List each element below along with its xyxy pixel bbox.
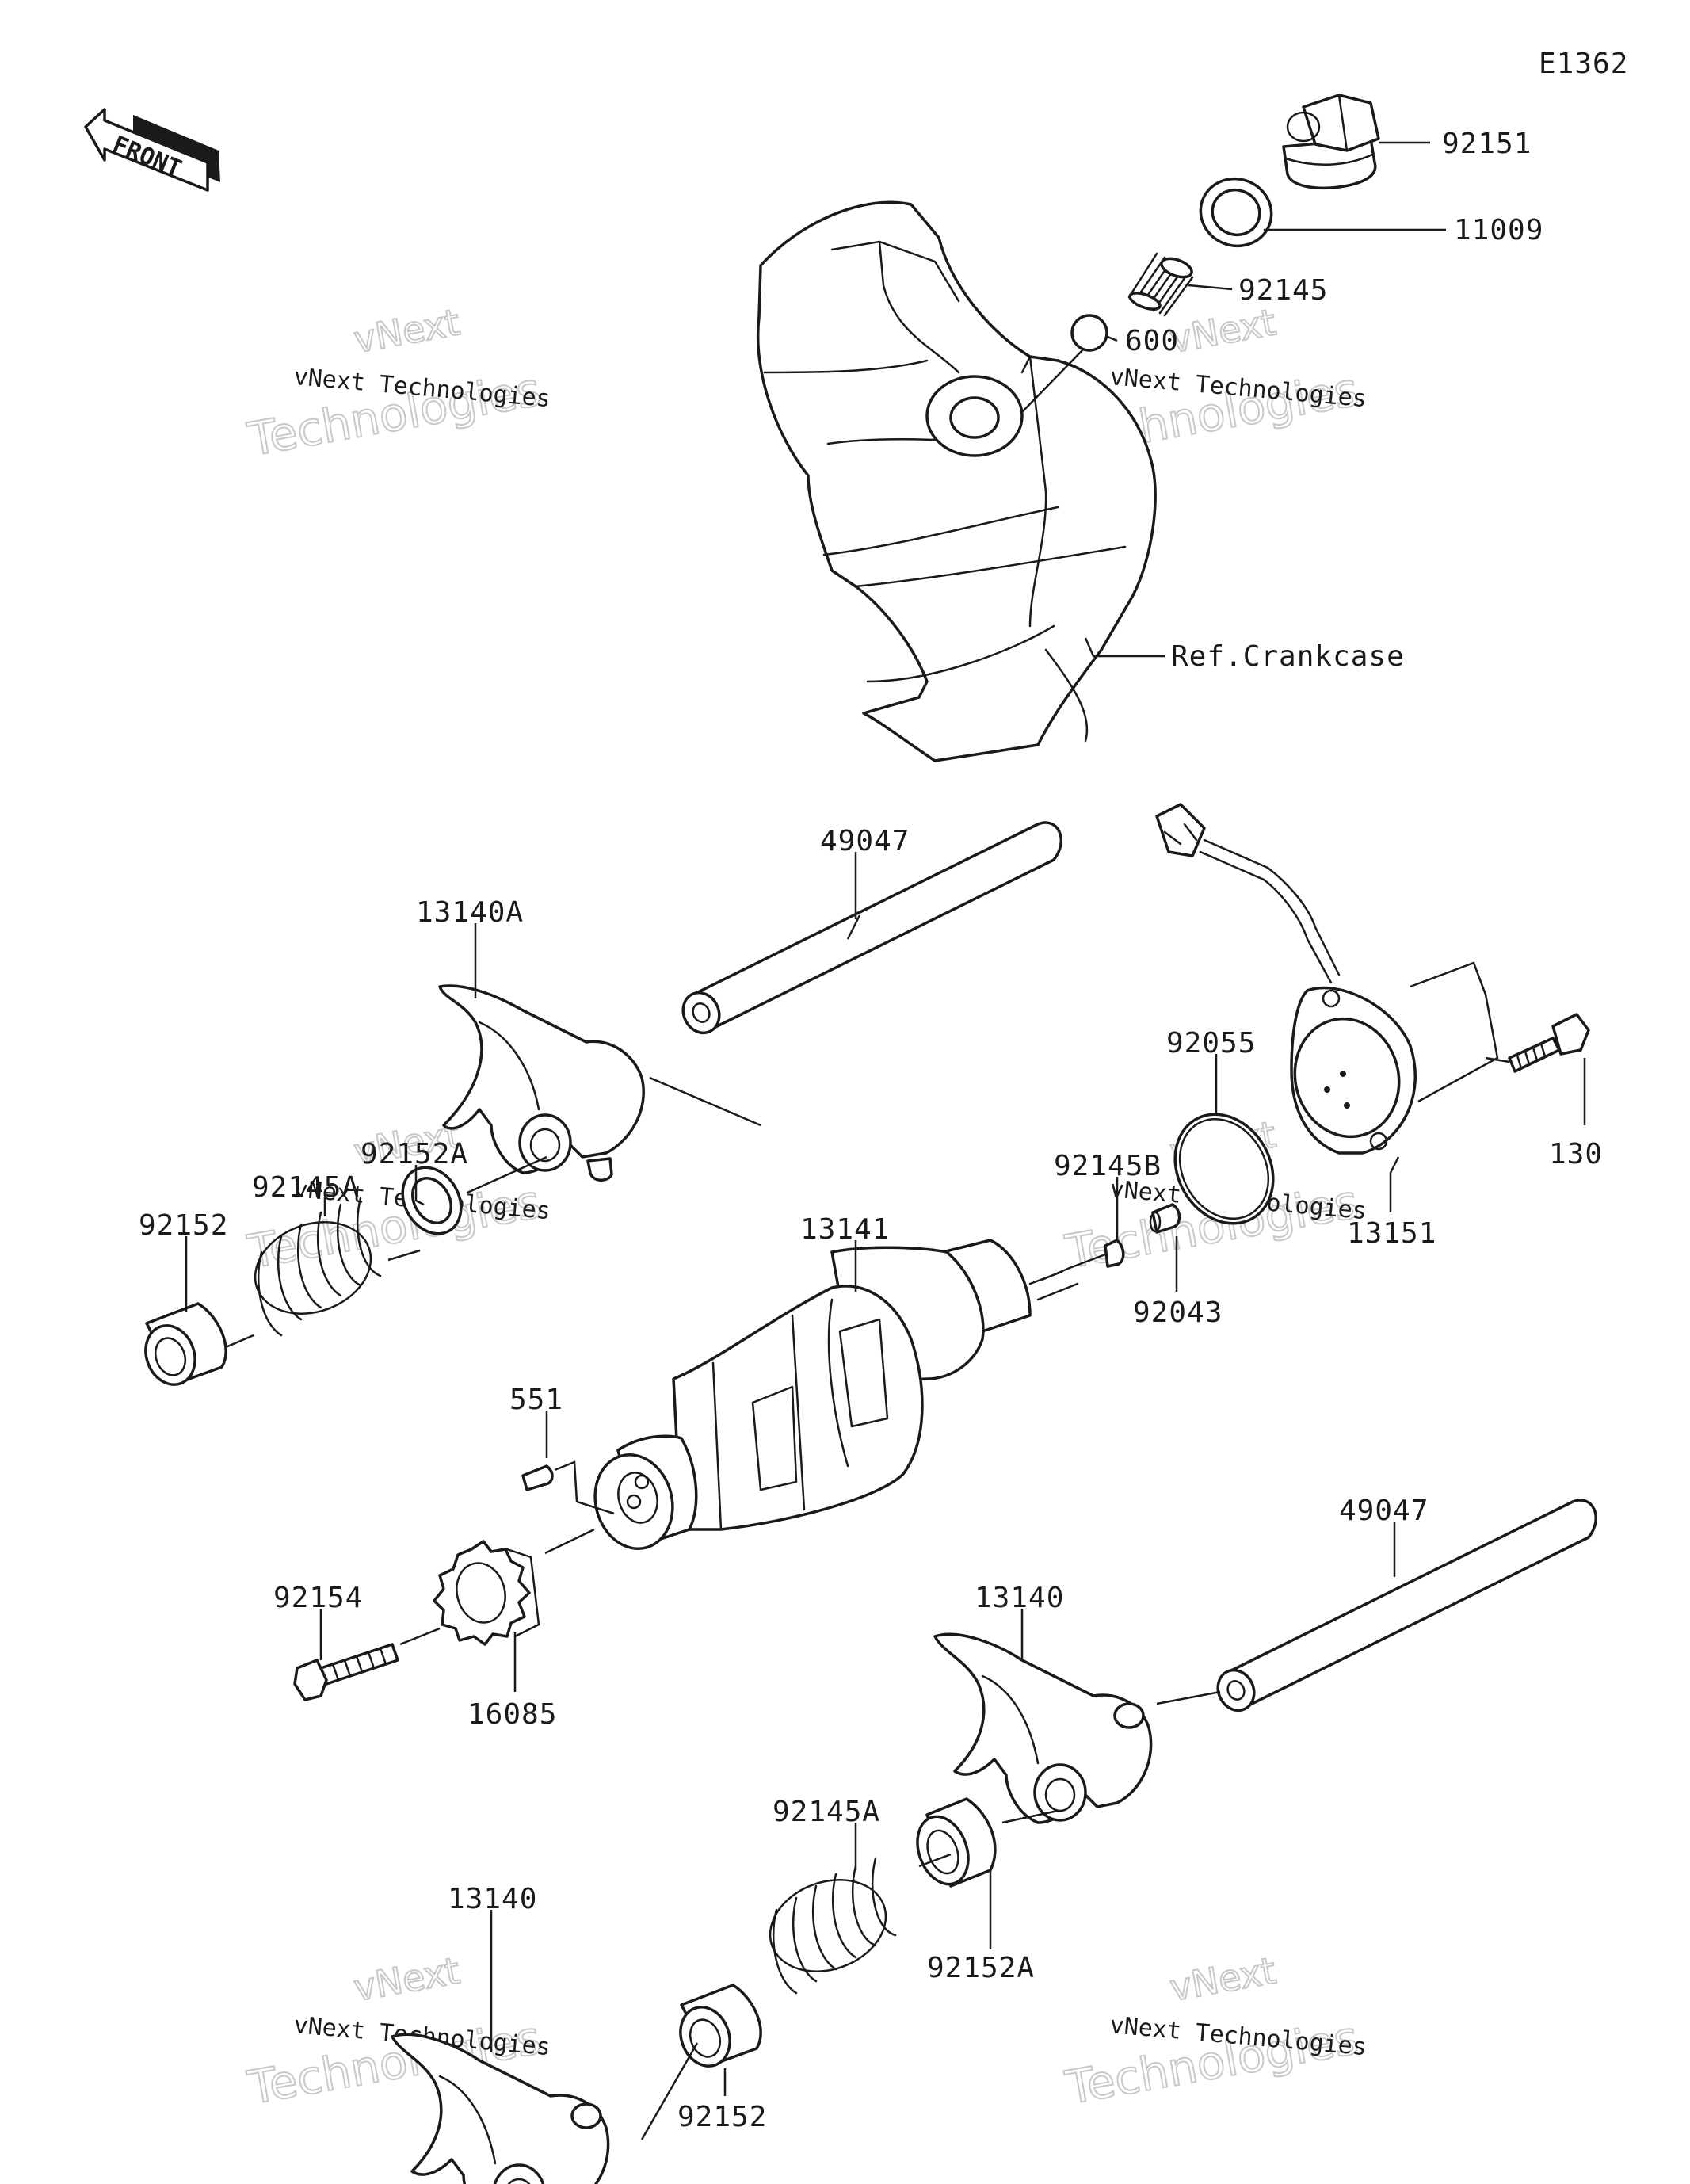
watermark-bottom-right: vNext Technologies vNext Technologies [1061, 1948, 1368, 2116]
svg-text:vNext: vNext [1167, 300, 1280, 361]
label-ref-crankcase: Ref.Crankcase [1171, 640, 1405, 673]
front-arrow-icon: FRONT [84, 108, 220, 192]
spring-92145A-lower [769, 1857, 897, 1995]
leader-lines [185, 141, 1586, 2140]
label-13140A: 13140A [416, 896, 524, 929]
label-49047-lower: 49047 [1339, 1495, 1429, 1527]
label-92145B: 92145B [1054, 1150, 1162, 1182]
label-13141: 13141 [800, 1213, 890, 1246]
collar-92152A-lower [916, 1797, 997, 1888]
label-92055: 92055 [1166, 1027, 1256, 1060]
label-600: 600 [1125, 325, 1179, 357]
gear-16085 [433, 1540, 540, 1646]
washer-11009 [1199, 177, 1273, 248]
label-92145: 92145 [1238, 274, 1328, 307]
label-92145A-lower: 92145A [773, 1796, 880, 1828]
label-92152A-lower: 92152A [927, 1952, 1035, 1984]
collar-92152-lower [679, 1984, 762, 2068]
sensor-13151 [1155, 803, 1417, 1155]
pin-551 [521, 1460, 615, 1515]
svg-text:vNext: vNext [351, 1949, 464, 2010]
watermark-top-left: vNext Technologies vNext Technologies [243, 300, 552, 468]
label-13140-left: 13140 [448, 1883, 537, 1915]
shaft-49047-upper [649, 821, 1062, 1127]
shift-fork-13140-left [391, 2033, 610, 2184]
crankcase-reference [757, 200, 1157, 762]
diagram-code: E1362 [1539, 48, 1628, 80]
label-92152-upper: 92152 [139, 1209, 228, 1242]
ball-600 [1070, 314, 1108, 352]
plug-bolt-92151 [1282, 94, 1380, 190]
label-13140-right: 13140 [975, 1582, 1064, 1614]
svg-text:vNext: vNext [351, 300, 464, 361]
o-ring-92055 [1173, 1113, 1275, 1225]
label-92151: 92151 [1442, 128, 1532, 160]
shaft-49047-lower [1216, 1499, 1597, 1712]
collar-92152-upper [144, 1302, 227, 1386]
label-92152A-upper: 92152A [361, 1138, 468, 1170]
callout-labels: 92151 11009 92145 600 Ref.Crankcase 4904… [139, 128, 1603, 2133]
collar-92152A-upper [401, 1166, 463, 1235]
bolt-92154 [293, 1643, 399, 1701]
shift-fork-13140-right [933, 1632, 1153, 1824]
label-130: 130 [1549, 1138, 1603, 1170]
label-13151: 13151 [1347, 1217, 1436, 1250]
pin-92043 [1149, 1203, 1181, 1234]
label-92043: 92043 [1133, 1296, 1223, 1329]
bolt-130 [1508, 1013, 1590, 1073]
label-92145A-upper: 92145A [252, 1171, 360, 1204]
label-92154: 92154 [273, 1582, 363, 1614]
spring-92145B [1104, 1239, 1125, 1268]
spring-92145A-upper [254, 1197, 382, 1337]
label-49047-upper: 49047 [820, 825, 910, 857]
shift-fork-13140A [438, 984, 645, 1182]
label-11009: 11009 [1454, 214, 1543, 246]
svg-text:vNext: vNext [1167, 1949, 1280, 2010]
label-16085: 16085 [467, 1698, 557, 1731]
label-551: 551 [509, 1384, 563, 1416]
shift-drum-13141 [593, 1239, 1079, 1551]
label-92152-lower: 92152 [677, 2101, 767, 2133]
spring-92145 [1127, 252, 1194, 317]
